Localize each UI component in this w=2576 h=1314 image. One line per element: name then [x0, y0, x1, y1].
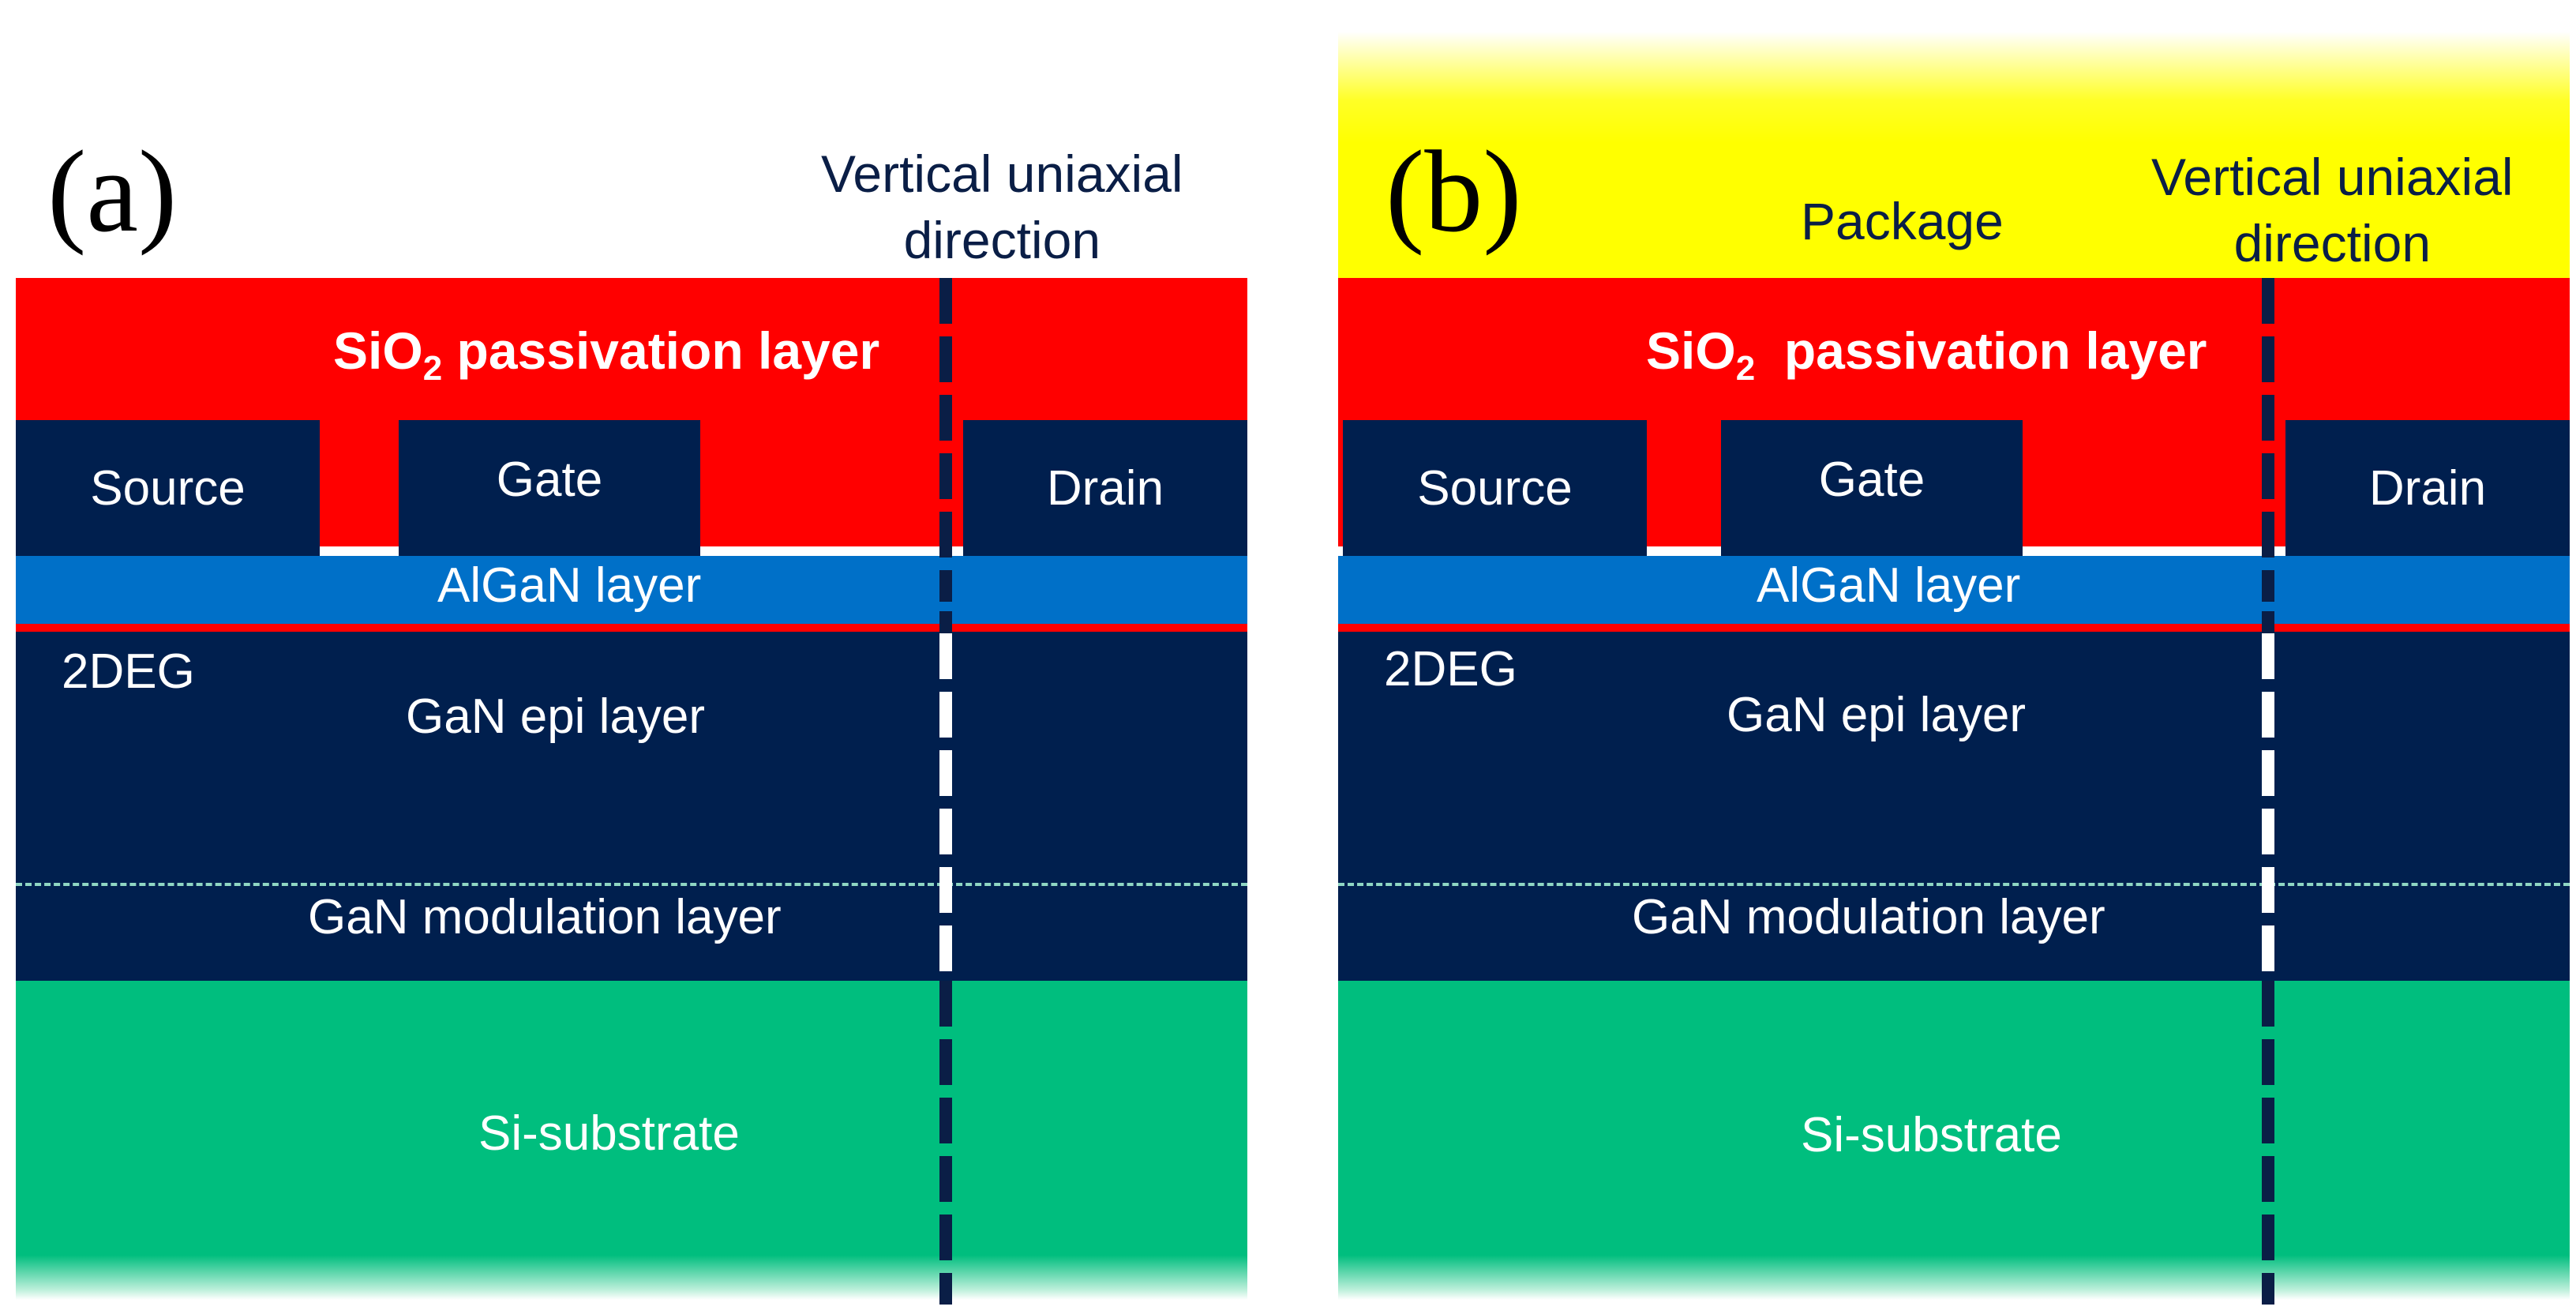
gan-epi-layer — [1338, 632, 2570, 884]
si-substrate-label: Si-substrate — [1801, 1108, 2062, 1162]
axis-label-line2: direction — [2233, 214, 2432, 272]
panel-a: (a) Vertical uniaxial direction SiO2 pas… — [16, 0, 1247, 1314]
gan-epi-layer — [16, 632, 1247, 884]
si-substrate — [1338, 981, 2570, 1300]
gan-epi-label: GaN epi layer — [406, 689, 706, 744]
gan-epi-label: GaN epi layer — [1727, 688, 2027, 742]
source-electrode: Source — [16, 420, 320, 556]
twodeg-strip — [1338, 624, 2570, 632]
gan-modulation-layer — [16, 884, 1247, 981]
algan-label: AlGaN layer — [437, 558, 702, 613]
gan-modulation-layer — [1338, 884, 2570, 981]
twodeg-label: 2DEG — [1384, 642, 1517, 696]
vertical-uniaxial-axis — [2262, 278, 2274, 1305]
modulation-boundary — [1338, 883, 2570, 886]
drain-electrode: Drain — [963, 420, 1247, 556]
vertical-uniaxial-axis — [939, 278, 952, 1305]
source-electrode: Source — [1343, 420, 1647, 556]
axis-label-line1: Vertical uniaxial — [2151, 148, 2514, 206]
twodeg-label: 2DEG — [62, 644, 195, 699]
algan-layer — [16, 556, 1247, 624]
axis-label-line2: direction — [903, 211, 1101, 269]
package-region — [1338, 32, 2570, 278]
si-substrate — [16, 981, 1247, 1300]
package-label: Package — [1801, 192, 2004, 250]
gan-modulation-label: GaN modulation layer — [1632, 890, 2105, 944]
axis-label-a: Vertical uniaxial direction — [821, 141, 1183, 273]
sio2-label: SiO2 passivation layer — [333, 321, 880, 388]
algan-layer — [1338, 556, 2570, 624]
axis-label-b: Vertical uniaxial direction — [2151, 144, 2514, 276]
algan-label: AlGaN layer — [1757, 558, 2021, 613]
sio2-label: SiO2 passivation layer — [1646, 321, 2207, 388]
drain-electrode: Drain — [2285, 420, 2570, 556]
gan-modulation-label: GaN modulation layer — [308, 890, 782, 944]
twodeg-strip — [16, 624, 1247, 632]
modulation-boundary — [16, 883, 1247, 886]
panel-b: (b) Package Vertical uniaxial direction … — [1338, 0, 2570, 1314]
si-substrate-label: Si-substrate — [478, 1106, 740, 1161]
panel-letter-b: (b) — [1385, 127, 1522, 257]
axis-label-line1: Vertical uniaxial — [821, 145, 1183, 203]
panel-letter-a: (a) — [47, 127, 178, 257]
